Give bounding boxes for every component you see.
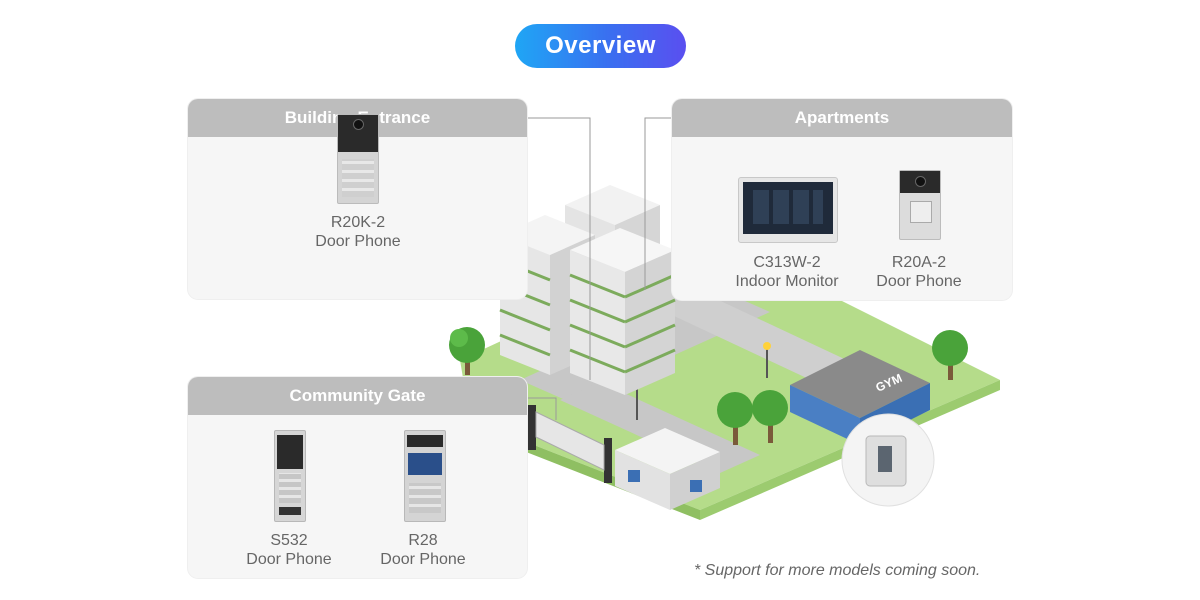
device-s532: S532 Door Phone [234, 531, 344, 569]
device-model: C313W-2 [753, 254, 821, 271]
r20a-2-device-image [899, 170, 941, 240]
tree-middle-1 [717, 392, 753, 445]
device-model: R28 [408, 532, 438, 549]
panel-apartments: Apartments C313W-2 Indoor Monitor R20A-2… [672, 99, 1012, 300]
gym-building: GYM [790, 350, 930, 445]
street-lamp-1 [763, 342, 771, 378]
connector-lines [527, 117, 672, 420]
small-house [615, 428, 720, 510]
device-model: S532 [270, 532, 308, 549]
c313w-2-device-image [738, 177, 838, 243]
device-model: R20K-2 [330, 214, 386, 231]
tree-left [449, 327, 485, 375]
panel-title: Community Gate [188, 377, 527, 415]
device-type: Door Phone [246, 551, 332, 568]
tree-middle-2 [752, 390, 788, 443]
overview-title: Overview [515, 24, 686, 68]
panel-community-gate: Community Gate S532 Door Phone R28 Door … [188, 377, 527, 578]
device-r20k-2: R20K-2 Door Phone [298, 213, 418, 251]
device-type: Door Phone [315, 233, 401, 250]
community-gate-fence [528, 405, 612, 483]
device-type: Door Phone [876, 273, 962, 290]
gate-zoom-circle [841, 413, 935, 507]
s532-device-image [274, 430, 306, 522]
device-type: Door Phone [380, 551, 466, 568]
device-c313w-2: C313W-2 Indoor Monitor [722, 253, 852, 291]
device-r28: R28 Door Phone [368, 531, 478, 569]
panel-building-entrance: Building Entrance R20K-2 Door Phone [188, 99, 527, 299]
tree-right [932, 330, 968, 380]
apartment-building-front [569, 228, 676, 395]
r28-device-image [404, 430, 446, 522]
r20k-2-device-image [337, 114, 379, 204]
panel-title: Apartments [672, 99, 1012, 137]
device-type: Indoor Monitor [735, 273, 839, 290]
device-model: R20A-2 [891, 254, 947, 271]
footnote: * Support for more models coming soon. [694, 562, 981, 579]
device-r20a-2: R20A-2 Door Phone [864, 253, 974, 291]
